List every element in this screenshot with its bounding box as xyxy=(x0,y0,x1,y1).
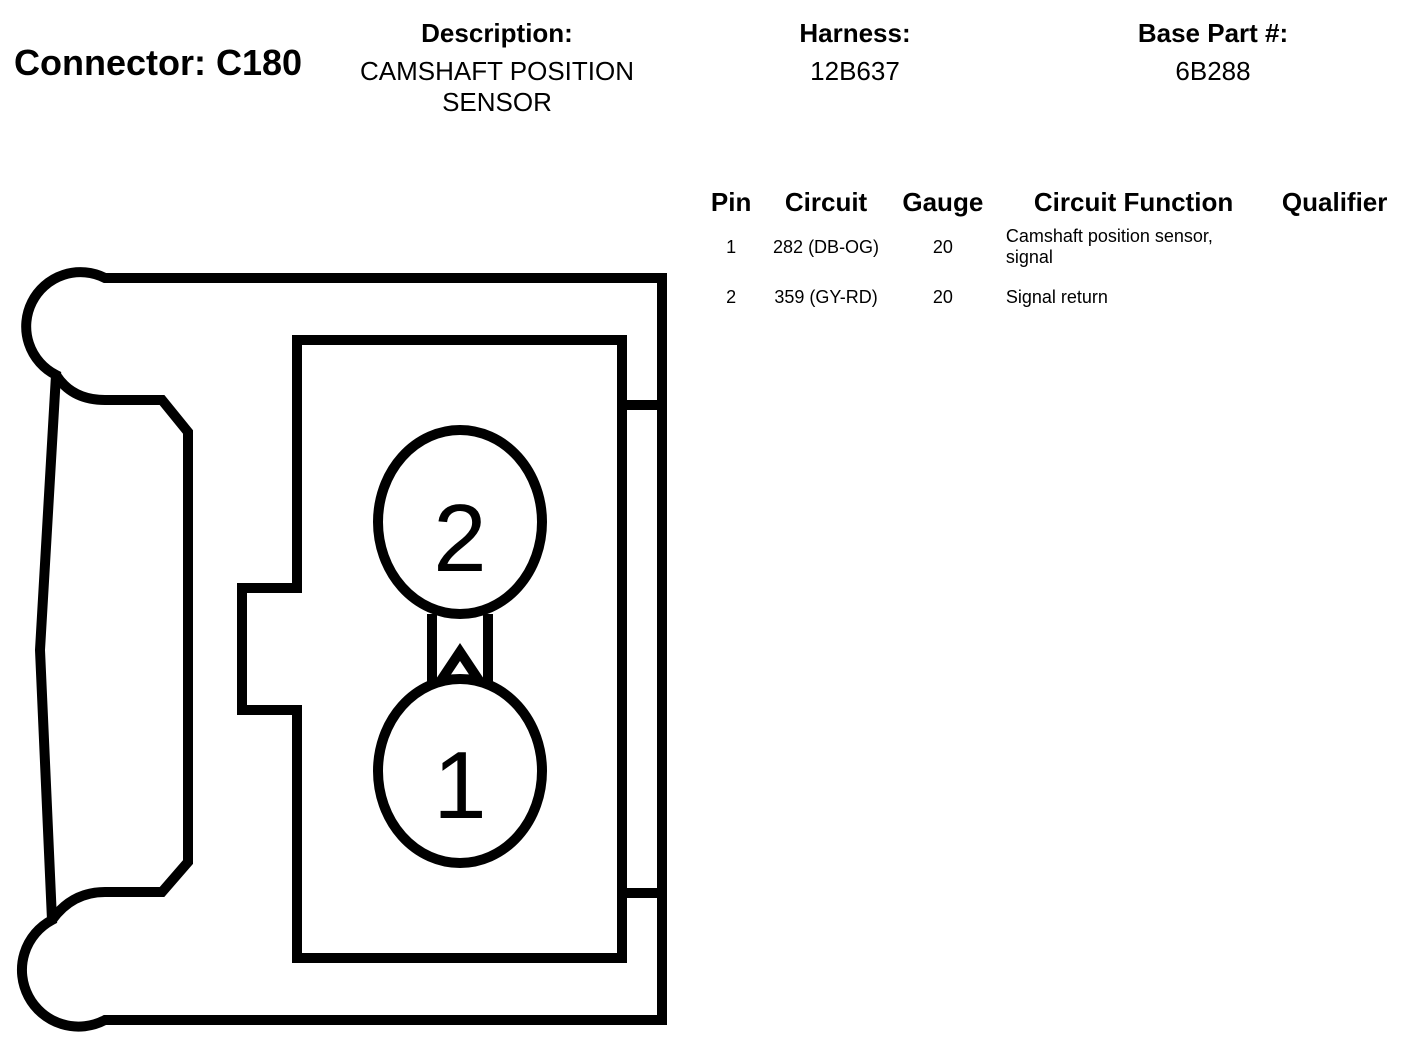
pin-2-cavity xyxy=(373,425,547,619)
cell-circuit: 359 (GY-RD) xyxy=(774,286,878,307)
description-value: CAMSHAFT POSITION SENSOR xyxy=(340,56,654,118)
harness-value: 12B637 xyxy=(810,56,900,86)
pin-table-header: Pin Circuit Gauge Circuit Function Quali… xyxy=(700,182,1408,222)
cell-pin: 2 xyxy=(726,286,737,307)
description-block: Description: CAMSHAFT POSITION SENSOR xyxy=(340,18,654,118)
base-part-value: 6B288 xyxy=(1175,56,1251,86)
harness-block: Harness: 12B637 xyxy=(745,18,965,87)
pin-table: Pin Circuit Gauge Circuit Function Quali… xyxy=(700,182,1408,322)
terminal-block xyxy=(237,335,627,963)
cell-function: Camshaft position sensor, signal xyxy=(1005,226,1213,267)
harness-label: Harness: xyxy=(799,18,911,48)
base-part-block: Base Part #: 6B288 xyxy=(1100,18,1326,87)
cell-function: Signal return xyxy=(1005,286,1108,307)
table-row: 1 282 (DB-OG) 20 Camshaft position senso… xyxy=(700,222,1408,272)
cell-gauge: 20 xyxy=(932,286,953,307)
pin-1-cavity xyxy=(373,674,547,868)
description-value-line1: CAMSHAFT POSITION xyxy=(360,56,634,86)
col-pin: Pin xyxy=(710,186,752,217)
connector-housing-outline xyxy=(16,267,667,1032)
col-circuit-function: Circuit Function xyxy=(1033,186,1234,217)
description-label: Description: xyxy=(421,18,573,48)
housing-left-contour xyxy=(47,372,193,924)
cell-gauge: 20 xyxy=(932,236,953,257)
table-row: 2 359 (GY-RD) 20 Signal return xyxy=(700,272,1408,322)
base-part-label: Base Part #: xyxy=(1137,18,1289,48)
pin-2-label: 2 xyxy=(433,485,486,592)
cell-pin: 1 xyxy=(726,236,737,257)
cell-circuit: 282 (DB-OG) xyxy=(773,236,880,257)
col-qualifier: Qualifier xyxy=(1281,186,1388,217)
connector-title: Connector: C180 xyxy=(14,42,303,83)
pin-bridge xyxy=(427,614,493,685)
col-circuit: Circuit xyxy=(784,186,868,217)
col-gauge: Gauge xyxy=(902,186,984,217)
pin-1-label: 1 xyxy=(433,732,486,839)
description-value-line2: SENSOR xyxy=(442,87,552,117)
